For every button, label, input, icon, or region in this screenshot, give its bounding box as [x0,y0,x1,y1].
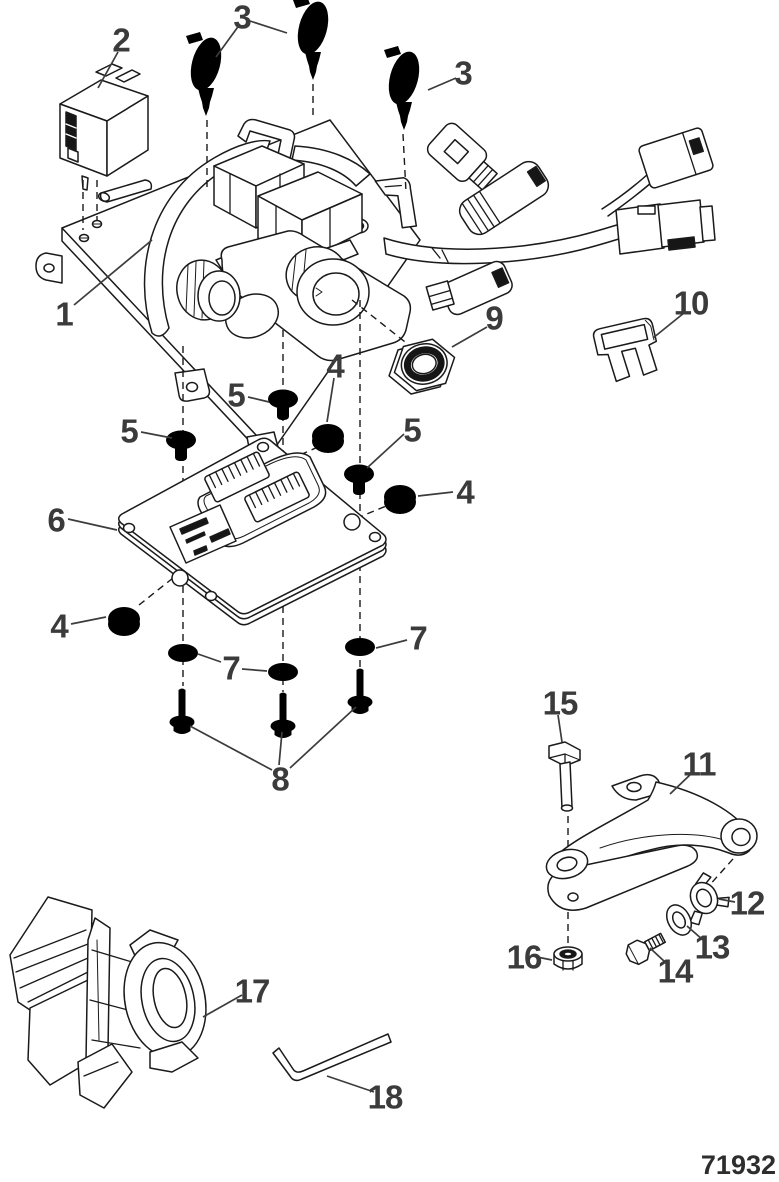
callout-6: 6 [47,501,65,539]
round-connector [176,259,241,322]
callout-16: 16 [506,938,543,976]
label-sticker [169,504,237,564]
callout-7: 7 [222,649,240,687]
harness-connector [638,127,714,189]
callout-14: 14 [657,952,694,990]
callout-15: 15 [542,684,579,722]
flat-washer [268,663,298,681]
callout-11: 11 [682,745,717,783]
callout-4: 4 [456,473,474,511]
shoulder-screw [166,430,196,461]
flat-washer [168,644,198,662]
relay [59,63,149,191]
callout-17: 17 [234,972,271,1010]
lock-washer [689,872,730,926]
callout-3: 3 [233,0,251,36]
cable-end-connector [615,199,716,255]
ring-nut [388,338,456,395]
hex-screw [625,932,667,966]
harness-clip [292,0,334,80]
flat-washer [345,638,375,656]
harness-connector [426,122,498,191]
callout-5: 5 [227,376,245,414]
flat-washer [665,904,693,936]
callout-8: 8 [271,760,289,798]
mounting-bolt [347,668,373,714]
fuse [592,317,658,383]
grommet [384,485,416,514]
callout-7: 7 [409,619,427,657]
callout-4: 4 [50,607,68,645]
callout-9: 9 [485,299,503,337]
callout-3: 3 [454,54,472,92]
harness-clip [383,46,425,130]
callout-12: 12 [729,884,766,922]
harness-cable [383,223,623,265]
ecm-mounting-plate [118,437,387,626]
harness-connector [458,160,550,236]
shoulder-screw [344,464,374,495]
callout-13: 13 [694,928,731,966]
mounting-bolt [270,692,296,738]
round-connector [285,246,370,326]
steering-link-bracket [545,773,758,911]
wiring-harness [143,118,716,362]
ecm-module [197,451,327,548]
callout-10: 10 [673,284,710,322]
callout-5: 5 [120,412,138,450]
callout-2: 2 [112,21,130,59]
grommet [108,607,140,636]
callout-4: 4 [326,347,344,385]
lock-nut [553,946,583,971]
drawing-number: 71932 [700,1150,776,1180]
callout-5: 5 [403,411,421,449]
callout-18: 18 [367,1078,404,1116]
grommet [312,424,344,453]
callout-leader-lines [67,20,736,1093]
engine-mount [9,896,207,1109]
allen-wrench [272,1033,392,1082]
harness-connector [425,247,513,316]
harness-clip [185,32,227,116]
callout-1: 1 [55,295,73,333]
hex-bolt [548,741,581,812]
